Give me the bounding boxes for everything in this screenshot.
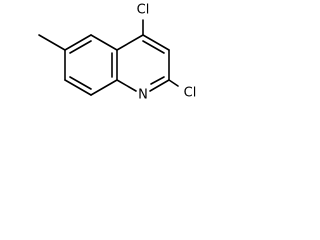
bond-c4-c4a <box>116 34 144 51</box>
atom-label-cl4: Cl <box>137 3 150 18</box>
bond-c7-c8-inner <box>69 76 92 90</box>
bond-c4a-c5 <box>90 34 118 51</box>
bond-c5-c6 <box>64 34 92 51</box>
bond-c7-c8 <box>64 79 92 96</box>
bond-c4-c3 <box>142 34 170 51</box>
bond-c5-c6-inner <box>69 40 92 54</box>
atom-label-n1: N <box>138 88 148 103</box>
bond-c4-c3-inner <box>142 40 165 54</box>
bond-c2-cl <box>168 79 179 87</box>
bond-c6-methyl <box>38 34 66 51</box>
bond-c8-c8a <box>90 79 118 96</box>
bond-c2-n1-inner <box>150 76 165 85</box>
chemical-structure: Cl Cl N <box>38 3 197 103</box>
atom-label-cl2: Cl <box>184 86 197 101</box>
bond-n1-c8a <box>116 79 137 92</box>
bond-c2-n1 <box>149 79 170 92</box>
